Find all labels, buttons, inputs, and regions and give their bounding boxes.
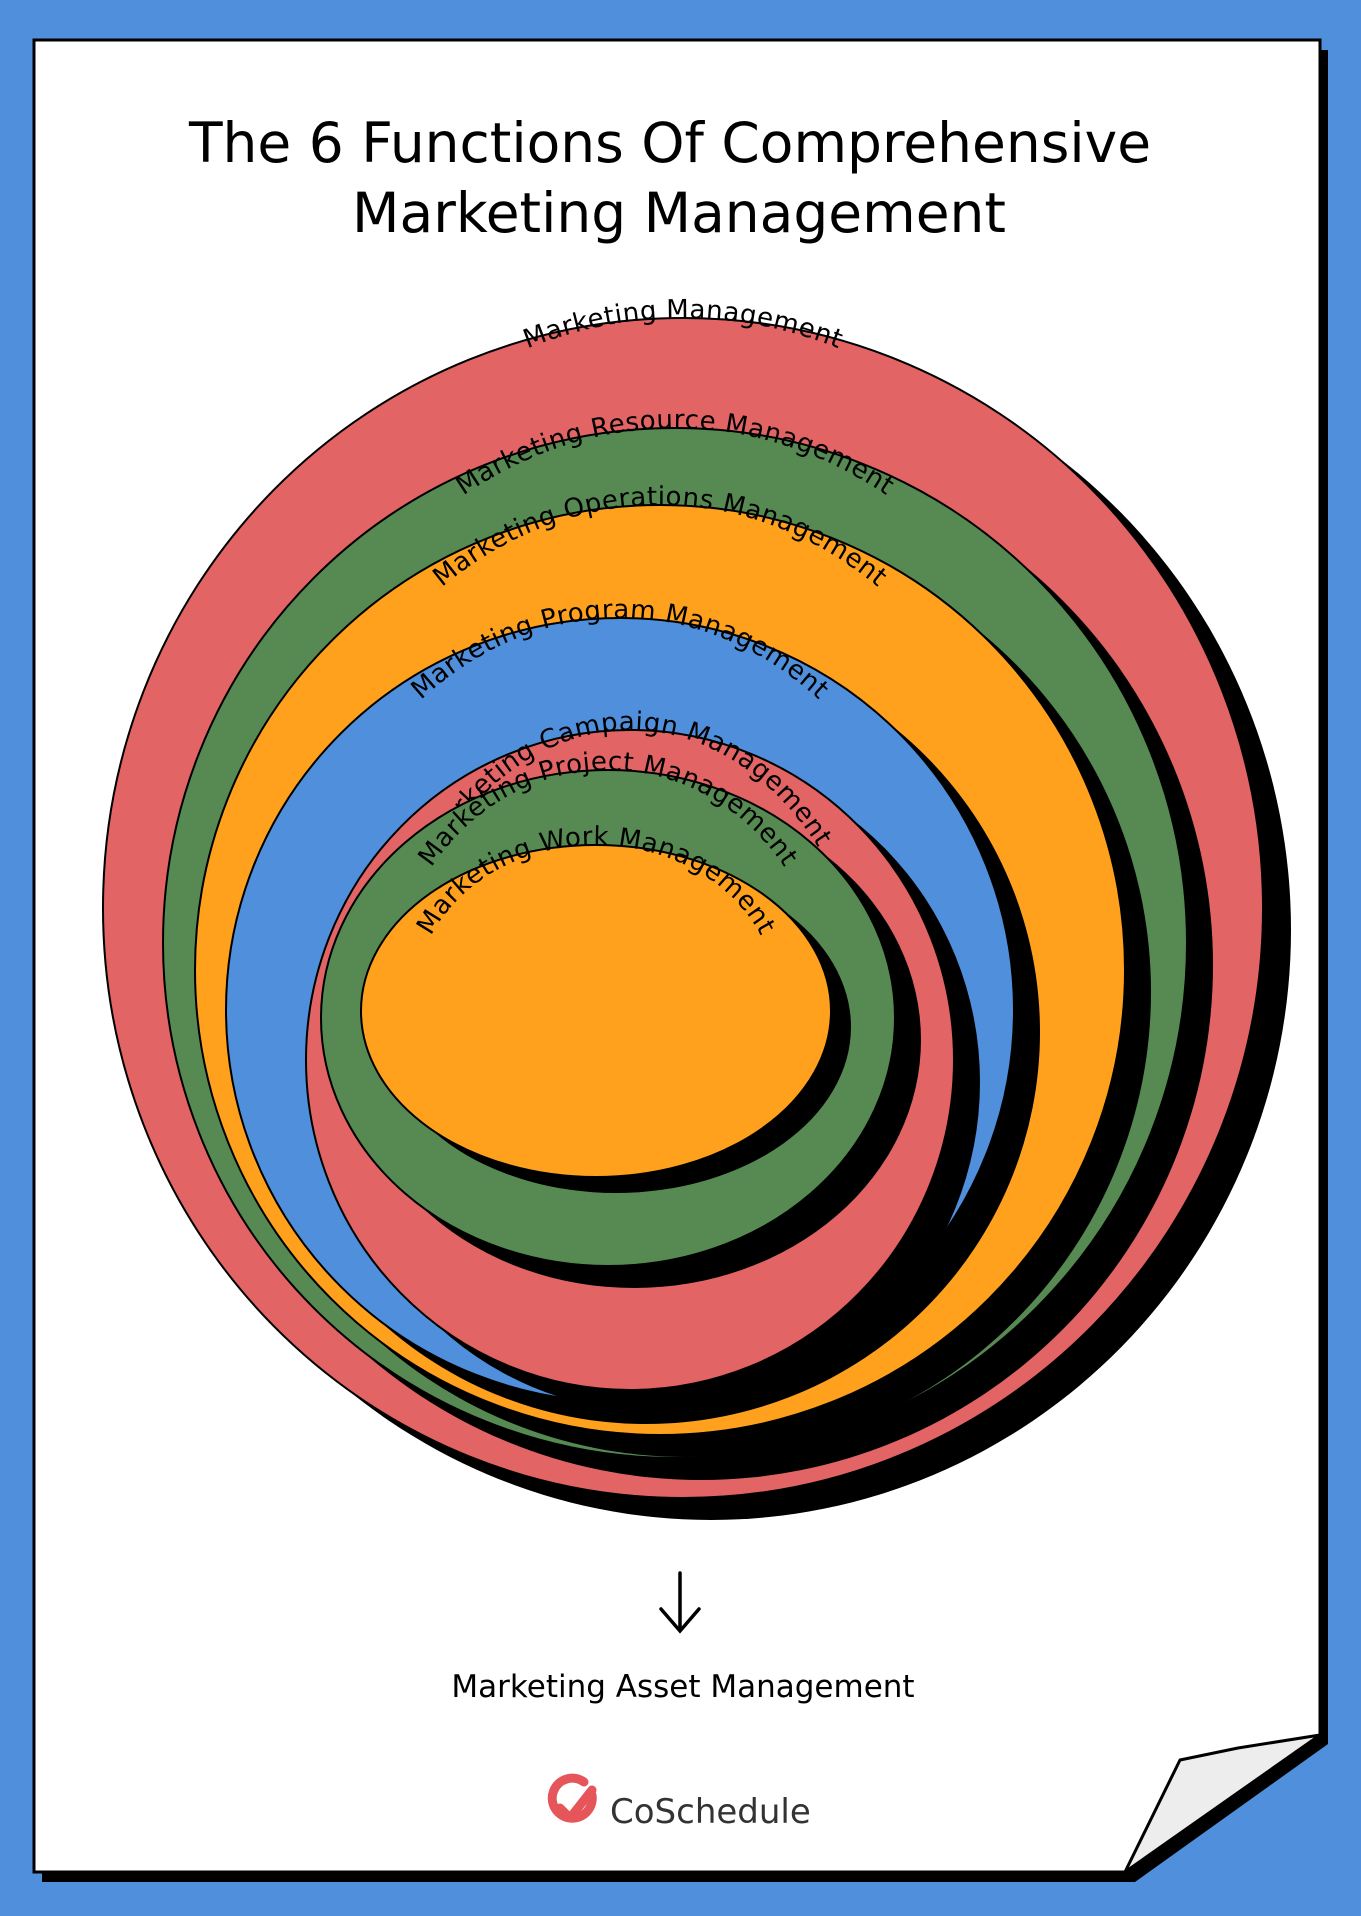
arrow-down-icon [659,1571,701,1634]
brand-name: CoSchedule [610,1792,811,1832]
ring-7-fill [360,844,832,1178]
ring-7: Marketing Work Management [360,822,851,1193]
page-curl [1123,1733,1322,1874]
asset-management-label: Marketing Asset Management [451,1669,914,1705]
coschedule-check-logo [547,1773,597,1823]
coschedule-logo: CoSchedule [547,1773,811,1832]
title-line-2: Marketing Management [352,181,1006,245]
title-line-1: The 6 Functions Of Comprehensive [188,111,1151,175]
